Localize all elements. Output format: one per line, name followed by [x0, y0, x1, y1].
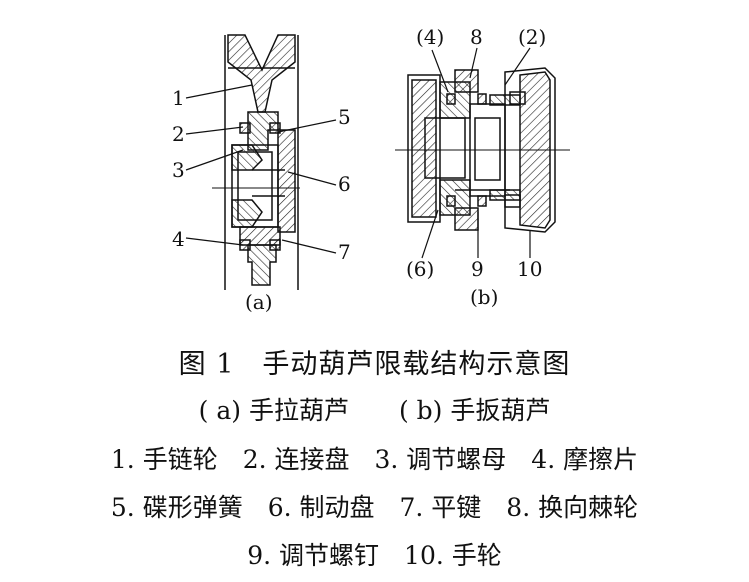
panel-b-leaders [421, 47, 531, 259]
callout-3: 3 [172, 158, 185, 182]
panel-a-drawing [212, 34, 300, 290]
callout-b-4: (4) [416, 25, 444, 49]
callout-b-10: 10 [517, 257, 542, 281]
callout-1: 1 [172, 86, 185, 110]
figure-title: 图 1 手动葫芦限载结构示意图 [178, 349, 571, 380]
legend-line-2: 5. 碟形弹簧 6. 制动盘 7. 平键 8. 换向棘轮 [110, 493, 639, 522]
callout-7: 7 [338, 240, 351, 264]
panel-b-callouts: (4) 8 (2) (6) 9 10 (b) [406, 25, 546, 309]
callout-b-6: (6) [406, 257, 434, 281]
figure-subtitle: ( a) 手拉葫芦 ( b) 手扳葫芦 [198, 396, 551, 425]
callout-6: 6 [338, 172, 351, 196]
callout-5: 5 [338, 105, 351, 129]
callout-2: 2 [172, 122, 185, 146]
panel-a-label: (a) [245, 290, 273, 314]
panel-b-drawing [395, 67, 570, 233]
legend-line-1: 1. 手链轮 2. 连接盘 3. 调节螺母 4. 摩擦片 [110, 445, 639, 474]
callout-b-8: 8 [470, 25, 483, 49]
callout-4: 4 [172, 227, 185, 251]
callout-b-9: 9 [471, 257, 484, 281]
panel-b-label: (b) [470, 285, 498, 309]
legend-line-3: 9. 调节螺钉 10. 手轮 [247, 541, 502, 570]
panel-a-callouts: 1 2 3 4 5 6 7 (a) [172, 86, 351, 314]
callout-b-2: (2) [518, 25, 546, 49]
mechanism-figure: 1 2 3 4 5 6 7 (a) [172, 25, 570, 314]
panel-a-leaders [185, 84, 337, 254]
